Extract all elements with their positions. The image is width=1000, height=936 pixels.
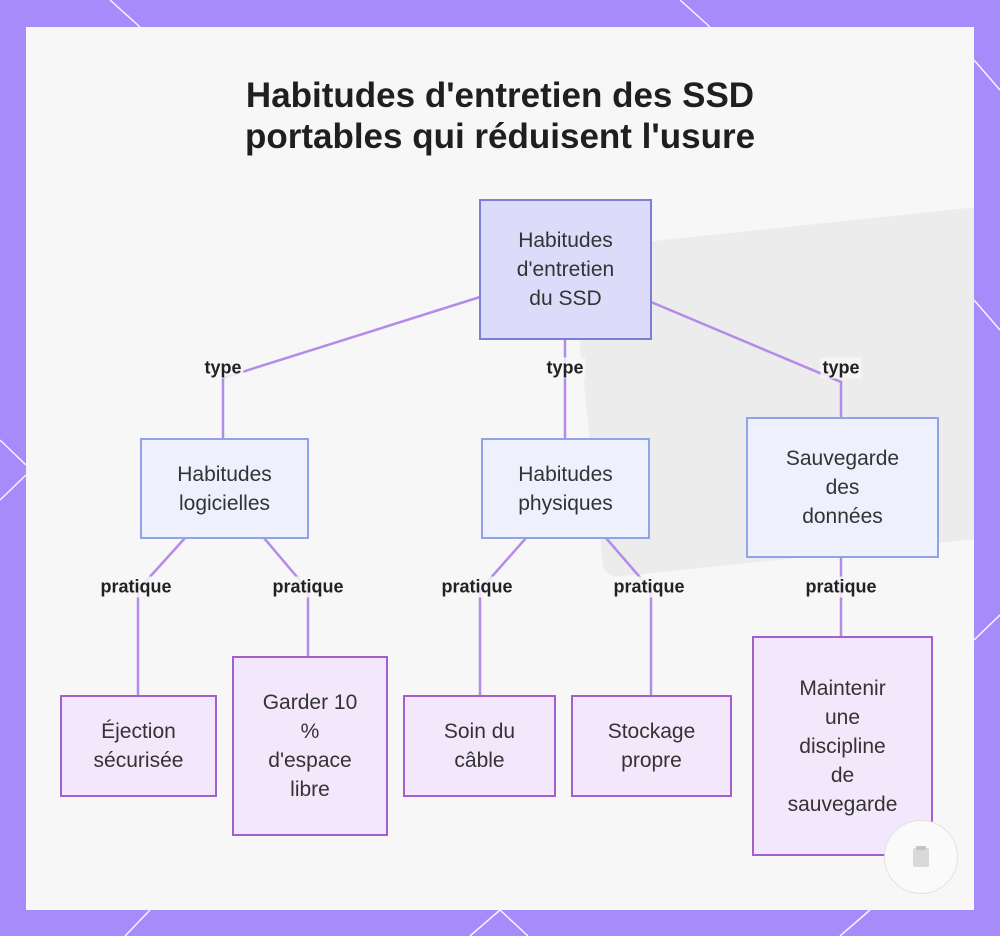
node-text: d'entretien	[516, 258, 615, 281]
node-data-backup: Sauvegarde des données	[746, 417, 939, 558]
node-text: de	[830, 763, 855, 787]
node-text: discipline	[799, 734, 886, 758]
edge-label-pratique-storage: pratique	[611, 576, 687, 598]
node-text: câble	[454, 749, 505, 772]
node-text: logicielles	[178, 491, 271, 515]
node-text: sauvegarde	[787, 792, 898, 816]
node-text: données	[802, 505, 883, 528]
edge-physical-cable	[478, 537, 527, 695]
node-text: Éjection	[101, 720, 176, 743]
node-text: Garder 10	[262, 691, 358, 714]
document-badge	[884, 820, 958, 894]
node-physical-habits: Habitudes physiques	[481, 438, 650, 539]
node-keep-free-space: Garder 10 % d'espace libre	[232, 656, 388, 836]
node-text: Maintenir	[799, 676, 886, 700]
node-text: Soin du	[443, 720, 516, 743]
edge-label-type-physical: type	[544, 357, 586, 379]
node-text: physiques	[518, 491, 613, 515]
node-cable-care: Soin du câble	[403, 695, 556, 797]
edge-label-pratique-discipline: pratique	[803, 576, 879, 598]
node-software-habits: Habitudes logicielles	[140, 438, 309, 539]
document-icon	[913, 846, 929, 867]
node-text: des	[825, 476, 860, 499]
page-title: Habitudes d'entretien des SSD portables …	[0, 75, 1000, 157]
node-text: d'espace	[268, 749, 352, 772]
node-text: propre	[621, 749, 682, 772]
node-text: Habitudes	[177, 462, 272, 486]
node-ssd-maintenance-habits: Habitudes d'entretien du SSD	[479, 199, 652, 340]
node-text: sécurisée	[93, 749, 184, 772]
edge-software-eject	[136, 537, 186, 695]
node-text: une	[824, 705, 861, 729]
edge-root-software	[221, 295, 481, 438]
node-clean-storage: Stockage propre	[571, 695, 732, 797]
edge-root-backup	[650, 300, 843, 417]
edge-label-type-software: type	[202, 357, 244, 379]
title-line-1: Habitudes d'entretien des SSD	[245, 76, 755, 115]
node-text: Habitudes	[518, 229, 613, 252]
edge-label-pratique-cable: pratique	[439, 576, 515, 598]
title-line-2: portables qui réduisent l'usure	[244, 117, 756, 156]
node-text: Sauvegarde	[785, 447, 900, 470]
edge-label-type-backup: type	[820, 357, 862, 379]
edge-label-pratique-space: pratique	[270, 576, 346, 598]
node-safe-ejection: Éjection sécurisée	[60, 695, 217, 797]
edge-label-pratique-eject: pratique	[98, 576, 174, 598]
edge-physical-storage	[605, 537, 653, 695]
node-text: %	[300, 720, 320, 743]
node-backup-discipline: Maintenir une discipline de sauvegarde	[752, 636, 933, 856]
node-text: Habitudes	[518, 462, 613, 486]
node-text: Stockage	[607, 720, 696, 743]
node-text: libre	[290, 778, 330, 801]
node-text: du SSD	[529, 287, 602, 310]
